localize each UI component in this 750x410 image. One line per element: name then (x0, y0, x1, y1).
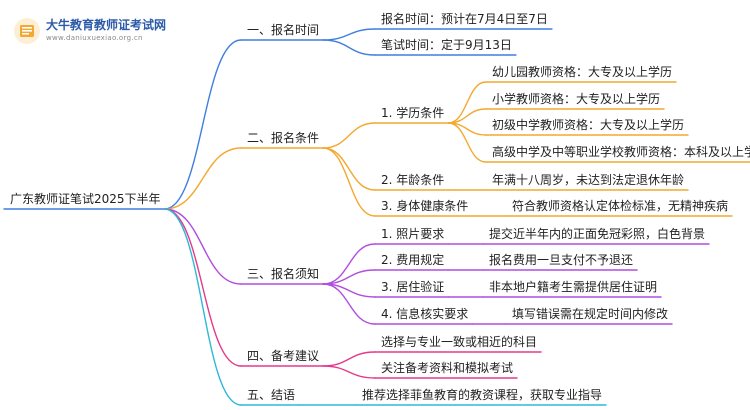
site-logo: 大牛教育教师证考试网 www.daniuxuexiao.org.cn (10, 12, 166, 52)
fee-rule: 2. 费用规定 (381, 253, 445, 267)
connector-link (163, 208, 242, 367)
connector-link (322, 283, 376, 325)
health-requirement: 3. 身体健康条件 (381, 199, 469, 213)
connector-link (322, 351, 376, 367)
registration-period: 报名时间：预计在7月4日至7日 (381, 12, 548, 26)
connector-link (163, 208, 242, 285)
connector-link (163, 147, 242, 210)
connector-link (322, 147, 376, 217)
root-topic: 广东教师证笔试2025下半年 (10, 192, 161, 206)
connector-link (163, 39, 242, 210)
section-conclusion: 五、结语 (247, 388, 296, 402)
junior-middle-requirement: 初级中学教师资格：大专及以上学历 (492, 118, 685, 132)
fee-detail: 报名费用一旦支付不予退还 (489, 253, 634, 267)
advice-materials: 关注备考资料和模拟考试 (381, 361, 514, 375)
connector-link (447, 122, 487, 163)
health-detail: 符合教师资格认定体检标准，无精神疾病 (512, 199, 729, 213)
age-detail: 年满十八周岁，未达到法定退休年龄 (492, 173, 685, 187)
connector-link (322, 122, 376, 149)
connector-link (163, 208, 242, 406)
section-registration-time: 一、报名时间 (247, 23, 320, 37)
info-detail: 填写错误需在规定时间内修改 (512, 307, 669, 321)
section-notes: 三、报名须知 (247, 267, 320, 281)
info-check: 4. 信息核实要求 (381, 307, 469, 321)
connector-link (322, 39, 376, 56)
advice-subject: 选择与专业一致或相近的科目 (381, 335, 538, 349)
section-requirements: 二、报名条件 (247, 131, 320, 145)
conclusion-text: 推荐选择菲鱼教育的教资课程，获取专业指导 (362, 388, 603, 402)
logo-subtitle: www.daniuxuexiao.org.cn (46, 34, 143, 42)
kindergarten-requirement: 幼儿园教师资格：大专及以上学历 (492, 65, 673, 79)
photo-requirement: 1. 照片要求 (381, 227, 445, 241)
exam-date: 笔试时间：定于9月13日 (381, 38, 512, 52)
connector-link (322, 365, 376, 379)
senior-middle-requirement: 高级中学及中等职业学校教师资格：本科及以上学历 (492, 145, 750, 159)
photo-detail: 提交近半年内的正面免冠彩照，白色背景 (489, 227, 706, 241)
connector-link (322, 243, 376, 285)
connector-link (322, 28, 376, 41)
residence-detail: 非本地户籍考生需提供居住证明 (489, 280, 658, 294)
residence-check: 3. 居住验证 (381, 280, 445, 294)
primary-requirement: 小学教师资格：大专及以上学历 (492, 92, 661, 106)
section-prep-advice: 四、备考建议 (247, 349, 320, 363)
connector-link (322, 269, 376, 285)
age-requirement: 2. 年龄条件 (381, 173, 445, 187)
book-icon (14, 18, 40, 44)
logo-title: 大牛教育教师证考试网 (46, 18, 167, 32)
education-requirement: 1. 学历条件 (381, 106, 445, 120)
connector-link (447, 81, 487, 124)
